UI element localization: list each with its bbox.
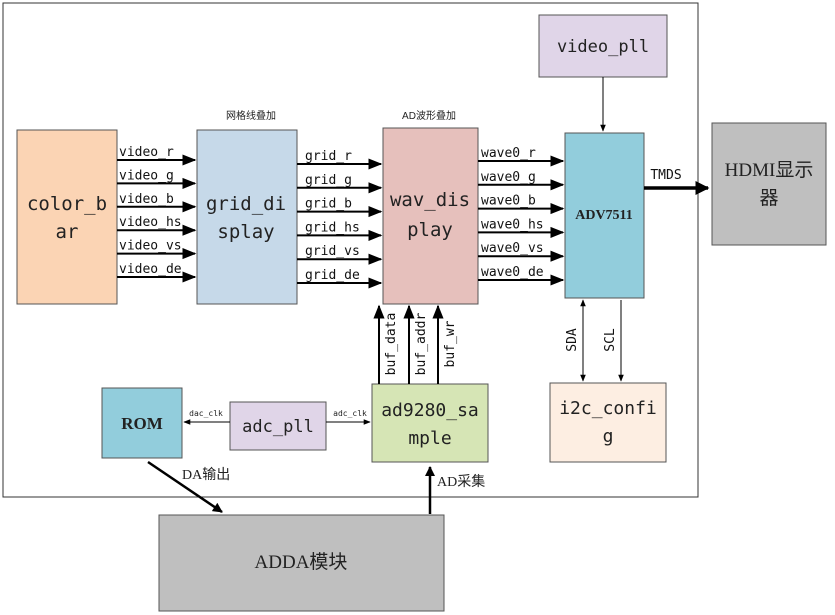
ad9280-sample-box (371, 383, 489, 463)
adc-pll-box (229, 401, 327, 451)
wave-signal-label: wave0_g (481, 170, 536, 185)
color-bar-label-line2: ar (56, 221, 79, 243)
adv7511-block: ADV7511 (564, 132, 645, 299)
color-bar-block: color_b ar (16, 129, 118, 305)
grid-signal-label: grid_hs (305, 220, 360, 235)
i2c-config-label-line2: g (603, 426, 614, 447)
video-signal-label: video_hs (119, 215, 182, 230)
video-pll-block: video_pll (538, 14, 668, 78)
ad9280-sample-label-line1: ad9280_sa (381, 400, 479, 421)
grid-display-box (196, 129, 298, 305)
grid-signal-label: grid_vs (305, 244, 360, 259)
da-output: DA输出 (147, 460, 230, 514)
buf-signal-label: buf_wr (443, 320, 458, 367)
adda-module-block: ADDA模块 (158, 514, 445, 612)
grid-signal-label: grid_r (305, 149, 352, 164)
wav-display-box (382, 127, 479, 305)
adda-module-label: ADDA模块 (255, 551, 348, 573)
wave-bus: wave0_r wave0_g wave0_b wave0_hs wave0_vswav… (478, 146, 565, 286)
wave-signal-label: wave0_vs (481, 241, 544, 256)
ad-input: AD采集 (425, 466, 485, 514)
grid-display-label-line1: grid_di (206, 193, 286, 215)
adv7511-label: ADV7511 (575, 208, 633, 223)
grid-display-caption: 网格线叠加 (226, 109, 276, 122)
i2c-config-box (549, 382, 667, 463)
ad9280-sample-block: ad9280_sa mple (371, 383, 489, 463)
sda-label: SDA (565, 328, 580, 352)
i2c-bus: SDA SCL (565, 299, 624, 382)
color-bar-box (16, 129, 118, 305)
hdmi-display-label-line1: HDMI显示 (725, 160, 814, 181)
i2c-config-label-line1: i2c_confi (559, 398, 657, 419)
scl-label: SCL (603, 328, 618, 352)
grid-bus: grid_r grid_g grid_b grid_hs grid_vs grid_de (297, 149, 383, 289)
video-bus: video_r video_g video_b video_hs video_vsvid… (117, 145, 197, 283)
wave-signal-label: wave0_hs (481, 217, 544, 232)
video-signal-label: video_g (119, 168, 174, 183)
wav-display-label-line2: play (407, 219, 453, 241)
video-signal-label: video_vs (119, 239, 182, 254)
video-signal-label: video_b (119, 192, 174, 207)
hdmi-display-block: HDMI显示 器 (711, 122, 827, 246)
hdmi-display-box (711, 122, 827, 246)
hdmi-display-label-line2: 器 (759, 188, 778, 209)
video-signal-label: video_de (119, 262, 182, 277)
grid-display-label-line2: splay (217, 221, 274, 243)
adc-pll-label: adc_pll (242, 417, 314, 437)
grid-signal-label: grid_g (305, 173, 352, 188)
buf-signal-label: buf_addr (414, 313, 429, 376)
grid-signal-label: grid_de (305, 268, 360, 283)
da-output-arrow (147, 460, 223, 514)
wav-display-label-line1: wav_dis (390, 189, 470, 211)
video-pll-label: video_pll (557, 37, 649, 57)
ad-input-label: AD采集 (437, 473, 485, 490)
wave-signal-label: wave0_b (481, 194, 536, 209)
tmds-link: TMDS (644, 168, 710, 195)
video-signal-label: video_r (119, 145, 174, 160)
color-bar-label-line1: color_b (27, 193, 107, 215)
wav-display-block: AD波形叠加 wav_dis play (382, 109, 479, 305)
da-output-label: DA输出 (182, 467, 230, 483)
adv7511-box (564, 132, 645, 299)
rom-box (101, 387, 183, 459)
adda-module-box (158, 514, 445, 612)
buffer-bus: buf_data buf_addr buf_wr (373, 304, 458, 384)
adc-clk-label: adc_clk (333, 409, 367, 418)
ad9280-sample-label-line2: mple (408, 428, 451, 449)
buf-signal-label: buf_data (384, 313, 399, 376)
rom-label: ROM (121, 414, 163, 433)
rom-block: ROM (101, 387, 183, 459)
tmds-label: TMDS (650, 168, 681, 183)
wave-signal-label: wave0_de (481, 265, 544, 280)
dac-clk-label: dac_clk (189, 409, 223, 418)
fpga-boundary (2, 2, 699, 498)
wav-display-caption: AD波形叠加 (402, 109, 456, 122)
adc-pll-clocks: dac_clk adc_clk (183, 409, 371, 425)
grid-display-block: 网格线叠加 grid_di splay (196, 109, 298, 305)
adc-pll-block: adc_pll (229, 401, 327, 451)
wave-signal-label: wave0_r (481, 146, 536, 161)
i2c-config-block: i2c_confi g (549, 382, 667, 463)
grid-signal-label: grid_b (305, 197, 352, 212)
